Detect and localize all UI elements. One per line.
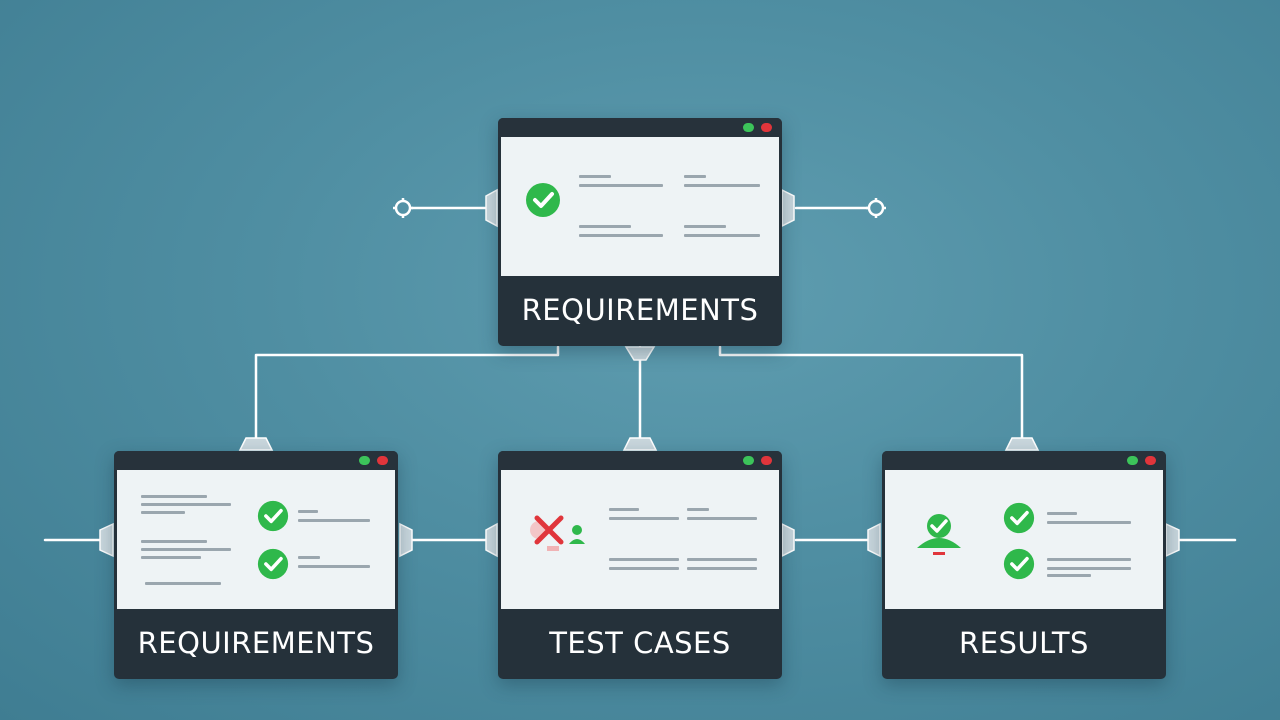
text-placeholder (141, 540, 207, 543)
green-dot-icon[interactable] (359, 456, 370, 465)
text-placeholder (298, 510, 318, 513)
green-dot-icon[interactable] (743, 456, 754, 465)
text-placeholder (1047, 521, 1131, 524)
text-placeholder (298, 519, 370, 522)
text-placeholder (579, 184, 663, 187)
window-content (117, 470, 395, 609)
check-circle-icon (1003, 548, 1035, 580)
x-mark-icon (530, 515, 585, 551)
connector-cap (485, 188, 498, 228)
connector-cap (99, 522, 114, 558)
connector-cap (781, 188, 795, 228)
window-center-test-cases[interactable]: TEST CASES (498, 451, 782, 679)
window-right-results[interactable]: RESULTS (882, 451, 1166, 679)
green-dot-icon[interactable] (1127, 456, 1138, 465)
title-bar (498, 451, 782, 470)
text-placeholder (298, 556, 320, 559)
text-placeholder (687, 558, 757, 561)
text-placeholder (579, 234, 663, 237)
connector-to-right (718, 345, 1024, 442)
connector-cap (781, 522, 795, 558)
user-check-icon (917, 514, 961, 555)
gear-node-icon (393, 198, 413, 218)
connector-cap (622, 437, 658, 451)
window-content (885, 470, 1163, 609)
text-placeholder (298, 565, 370, 568)
text-placeholder (684, 175, 706, 178)
text-placeholder (609, 517, 679, 520)
connector-cap (1165, 522, 1180, 558)
window-content (501, 470, 779, 609)
green-dot-icon[interactable] (743, 123, 754, 132)
red-dot-icon[interactable] (761, 456, 772, 465)
connector-cap (238, 437, 274, 451)
text-placeholder (141, 556, 201, 559)
check-circle-icon (1003, 502, 1035, 534)
connector-cap (867, 522, 881, 558)
text-placeholder (141, 495, 207, 498)
red-dot-icon[interactable] (761, 123, 772, 132)
text-placeholder (684, 234, 760, 237)
text-placeholder (609, 567, 679, 570)
text-placeholder (145, 582, 221, 585)
text-placeholder (1047, 567, 1131, 570)
connector-cap (485, 522, 498, 558)
window-label: RESULTS (959, 626, 1089, 660)
window-top-requirements[interactable]: REQUIREMENTS (498, 118, 782, 346)
text-placeholder (687, 517, 757, 520)
window-label: REQUIREMENTS (521, 293, 759, 327)
text-placeholder (687, 567, 757, 570)
window-label: TEST CASES (549, 626, 731, 660)
text-placeholder (1047, 558, 1131, 561)
title-bar (498, 118, 782, 137)
window-label: REQUIREMENTS (137, 626, 375, 660)
text-placeholder (1047, 512, 1077, 515)
window-left-requirements[interactable]: REQUIREMENTS (114, 451, 398, 679)
red-dot-icon[interactable] (377, 456, 388, 465)
connector-cap (399, 522, 413, 558)
text-placeholder (687, 508, 709, 511)
title-bar (114, 451, 398, 470)
connector-cap (624, 346, 656, 361)
text-placeholder (684, 225, 726, 228)
gear-node-icon (866, 198, 886, 218)
text-placeholder (579, 175, 611, 178)
check-circle-icon (526, 183, 560, 217)
text-placeholder (141, 548, 231, 551)
text-placeholder (141, 511, 185, 514)
check-circle-icon (257, 500, 289, 532)
connector-to-left (254, 345, 560, 442)
title-bar (882, 451, 1166, 470)
text-placeholder (579, 225, 631, 228)
red-dot-icon[interactable] (1145, 456, 1156, 465)
text-placeholder (1047, 574, 1091, 577)
text-placeholder (141, 503, 231, 506)
window-content (501, 137, 779, 276)
connector-cap (1004, 437, 1040, 451)
text-placeholder (684, 184, 760, 187)
text-placeholder (609, 508, 639, 511)
check-circle-icon (257, 548, 289, 580)
text-placeholder (609, 558, 679, 561)
